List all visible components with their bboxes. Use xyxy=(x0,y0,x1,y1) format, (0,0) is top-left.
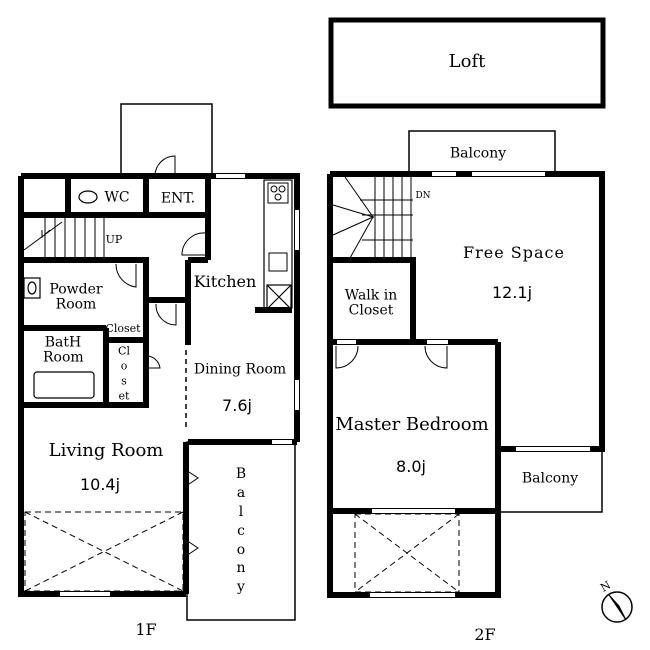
room-label-wc: WC xyxy=(104,189,130,206)
compass-icon xyxy=(601,591,633,623)
floor-label-2f: 2F xyxy=(474,625,496,645)
room-label-dining-room: Dining Room xyxy=(193,361,287,378)
kitchen-counter xyxy=(263,179,293,309)
room-label-closet: Closet xyxy=(105,321,141,335)
room-label-free-space: Free Space xyxy=(463,243,565,263)
basin-icon xyxy=(23,277,41,299)
toilet-icon xyxy=(78,190,98,204)
door-swings-1f xyxy=(115,232,207,369)
room-label-closet-vertical: Closet xyxy=(118,344,130,402)
loft-outline xyxy=(328,17,606,109)
dining-area: 7.6j xyxy=(222,396,252,416)
stove-icon xyxy=(267,182,289,204)
room-label-balcony-1f: Balcony xyxy=(235,465,247,596)
walls-1f xyxy=(18,173,300,597)
fridge-icon xyxy=(266,284,292,310)
room-label-powder-room: Powder Room xyxy=(49,281,103,313)
room-label-kitchen: Kitchen xyxy=(193,272,257,292)
room-label-living-room: Living Room xyxy=(48,440,164,462)
entry-door-icon xyxy=(154,155,176,177)
room-label-balcony-right: Balcony xyxy=(521,470,579,487)
porch xyxy=(120,103,213,177)
stairs-up-1f xyxy=(23,218,105,257)
living-area: 10.4j xyxy=(79,475,121,495)
void-1f xyxy=(24,511,184,592)
stairs-down-2f xyxy=(332,176,413,259)
sink-icon xyxy=(268,252,288,272)
room-label-walk-in-closet: Walk in Closet xyxy=(344,287,398,319)
stairs-down-label: DN xyxy=(415,191,431,202)
room-label-loft: Loft xyxy=(448,51,486,73)
bathtub-icon xyxy=(33,371,95,399)
floor-label-1f: 1F xyxy=(135,620,157,640)
walls-2f xyxy=(327,171,605,598)
door-swings-2f xyxy=(335,345,448,369)
room-label-master-bedroom: Master Bedroom xyxy=(335,414,489,436)
stairs-up-label: UP xyxy=(105,232,123,246)
room-label-balcony-top: Balcony xyxy=(449,145,507,162)
room-label-bath-room: BatH Room xyxy=(43,334,84,366)
free-space-area: 12.1j xyxy=(491,283,533,303)
room-label-entrance: ENT. xyxy=(160,190,196,207)
master-bedroom-area: 8.0j xyxy=(396,457,426,477)
void-2f xyxy=(354,513,460,593)
